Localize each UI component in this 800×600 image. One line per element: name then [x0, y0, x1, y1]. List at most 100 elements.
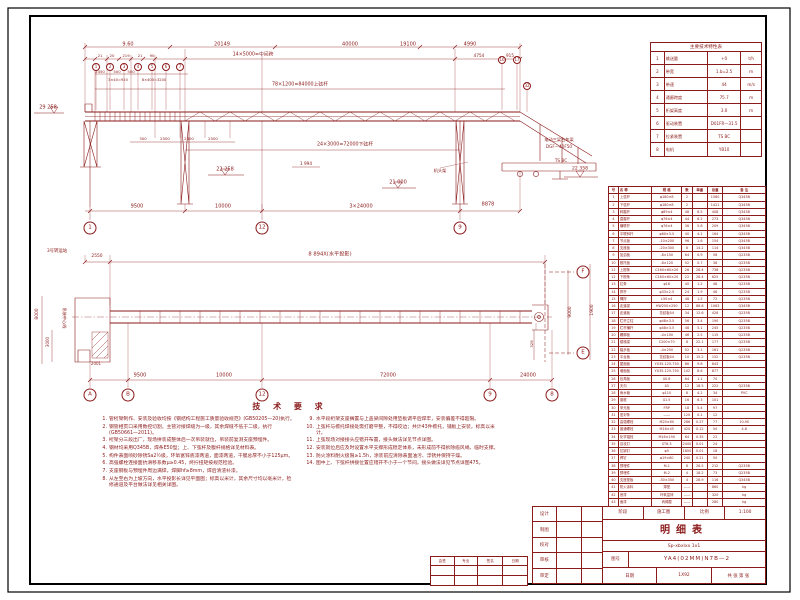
- table-cell: 2: [609, 201, 619, 208]
- grid-bubble: B: [121, 388, 135, 402]
- table-cell: 薄型: [652, 484, 683, 491]
- elevation-label: 21 000: [389, 179, 407, 186]
- tech-note-item: 13.防火涂料耐火极限≥1.5h，涂装前应清除表面油污、浮锈并保持干燥。: [306, 453, 466, 459]
- callout-bubble: 6: [162, 63, 170, 71]
- table-cell: 161: [708, 346, 724, 353]
- table-cell: 26.5: [693, 462, 708, 469]
- date-label: 日期: [603, 568, 658, 583]
- table-cell: 横联杆: [619, 223, 653, 230]
- table-cell: 预埋件: [619, 469, 653, 476]
- table-cell: 36: [708, 259, 724, 266]
- table-cell: 0.1: [693, 411, 708, 418]
- table-cell: φ48×3.5: [652, 324, 683, 331]
- scale-value: 1:100: [738, 510, 752, 515]
- table-cell: 8: [651, 143, 665, 156]
- callout-label: 3号转运站: [46, 248, 68, 254]
- table-cell: 1.1: [693, 375, 708, 382]
- dim-label: 9500: [133, 372, 147, 379]
- table-cell: [723, 361, 764, 367]
- table-cell: Q235B: [738, 347, 750, 352]
- drawing-number-label: 图号: [603, 552, 629, 567]
- table-cell: φ180×8: [652, 194, 683, 201]
- table-cell: 28.4: [693, 274, 708, 281]
- table-cell: Q235B: [738, 470, 750, 475]
- callout-label: 机头架: [433, 167, 447, 173]
- table-cell: kg: [742, 499, 747, 504]
- table-cell: 420: [682, 426, 693, 433]
- callout-bubble: 2: [106, 63, 114, 71]
- role-label: 制图: [533, 522, 557, 537]
- table-cell: Q345B: [738, 246, 750, 250]
- table-cell: 32: [609, 419, 619, 426]
- table-cell: 34: [708, 390, 724, 397]
- tech-requirements-heading: 技 术 要 求: [252, 402, 328, 411]
- table-cell: 天沟: [619, 382, 653, 389]
- table-cell: 860: [708, 484, 724, 491]
- table-cell: 自攻钉: [619, 440, 653, 447]
- table-cell: ——: [682, 484, 693, 491]
- table-cell: 114: [708, 245, 724, 252]
- table-cell: 19: [609, 324, 619, 331]
- table-cell: Q345B: [738, 238, 750, 243]
- table-cell: [503, 566, 527, 574]
- table-cell: 单重: [693, 187, 708, 194]
- dim-label: 19100: [400, 41, 416, 48]
- table-cell: 走道板: [619, 310, 653, 317]
- role-label: 审定: [533, 568, 557, 584]
- table-cell: δ1.5: [652, 397, 683, 404]
- dim-label: 2500: [184, 136, 194, 142]
- elevation-label: 29 258: [39, 104, 57, 111]
- table-cell: 踢脚板: [619, 332, 653, 339]
- table-cell: 154: [708, 237, 724, 244]
- table-cell: 843: [708, 361, 724, 368]
- table-cell: 240: [682, 455, 693, 462]
- table-cell: 33: [609, 426, 619, 433]
- callout-bubble: 3: [120, 63, 128, 71]
- table-cell: 273: [708, 216, 724, 223]
- table-cell: 18.2: [693, 469, 708, 476]
- table-cell: 0.7: [693, 259, 708, 266]
- dim-label: 2500: [160, 136, 170, 142]
- grid-bubble: 12: [255, 221, 269, 235]
- tech-note-item: 12.安装就位后应及时设置水平支撑形成稳定体系，未形成前不得拆除缆风绳、临时支撑…: [306, 446, 499, 451]
- tech-note-item: 2.钢管相贯口采用数控切割，主管对接焊缝为一级，其余焊缝不低于二级，执行(GB5…: [102, 424, 273, 436]
- table-cell: 44: [708, 78, 742, 90]
- grid-bubble: F: [576, 265, 590, 279]
- table-cell: 34: [609, 433, 619, 440]
- dim-label: 78×1200=84000上弦杆: [271, 82, 329, 88]
- table-cell: 下檩条: [619, 274, 653, 281]
- table-cell: 46: [708, 288, 724, 295]
- table-cell: φ89×4: [652, 208, 683, 215]
- table-cell: 化学锚栓: [619, 433, 653, 440]
- table-cell: 6.2: [693, 216, 708, 223]
- dim-label: 1 994: [300, 160, 312, 166]
- table-cell: 14: [609, 288, 619, 295]
- table-cell: 64: [682, 252, 693, 259]
- table-cell: 平联斜杆: [619, 230, 653, 237]
- table-cell: Q235B: [738, 282, 750, 287]
- table-cell: 14.2: [693, 245, 708, 252]
- table-cell: 34: [682, 310, 693, 317]
- table-cell: 20: [609, 332, 619, 339]
- table-cell: -30×350: [652, 477, 683, 484]
- dim-label: 14×5000=中间跨: [232, 52, 274, 58]
- table-cell: 177: [708, 339, 724, 346]
- table-cell: Q235B: [738, 260, 750, 265]
- table-cell: 1580: [708, 194, 724, 201]
- table-cell: 40: [682, 230, 693, 237]
- table-cell: 1421: [708, 201, 724, 208]
- role-date: [582, 507, 602, 521]
- table-cell: 120: [682, 411, 693, 418]
- table-cell: 密封条: [619, 411, 653, 418]
